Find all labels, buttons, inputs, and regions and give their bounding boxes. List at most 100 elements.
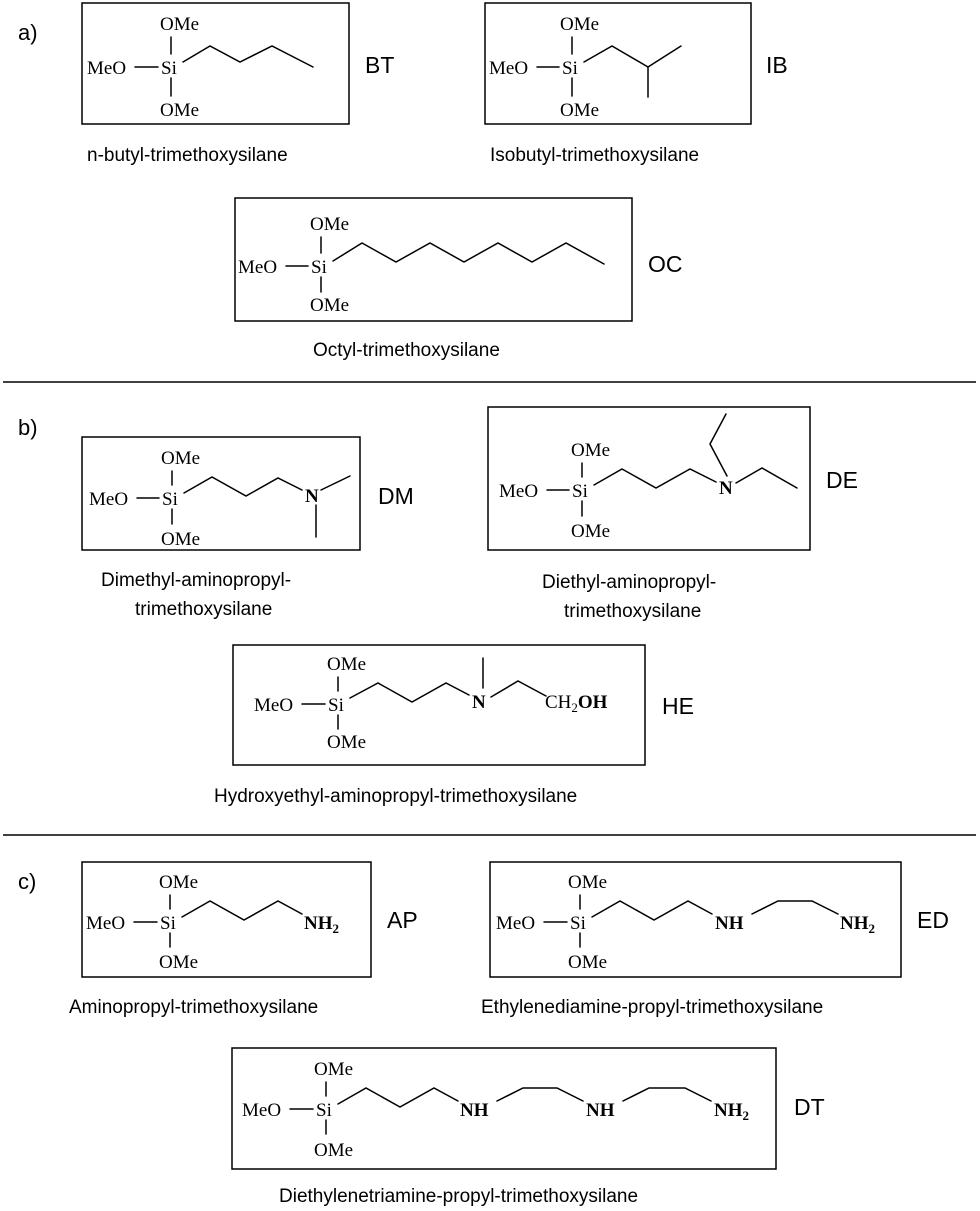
atom-ome-top: OMe	[161, 448, 200, 469]
chain-hydroxyethyl	[490, 680, 547, 698]
atom-si: Si	[162, 489, 178, 510]
atom-ome-top: OMe	[568, 872, 607, 893]
atom-si: Si	[316, 1100, 332, 1121]
chain-ethylene	[751, 900, 839, 915]
atom-ome-bottom: OMe	[568, 952, 607, 973]
compound-dm: OMe MeO Si OMe N DM Dimethyl-aminopropyl…	[81, 436, 414, 620]
structure-box-dt	[231, 1047, 777, 1170]
atom-ome-bottom: OMe	[310, 295, 349, 316]
chain-ethylene-1	[496, 1087, 584, 1102]
atom-si: Si	[570, 913, 586, 934]
atom-si: Si	[562, 58, 578, 79]
chain-isobutyl	[583, 45, 682, 68]
structure-ed: OMe MeO Si OMe NH NH2	[496, 872, 875, 973]
chain-propyl	[337, 1087, 459, 1108]
atom-ome-bottom: OMe	[161, 529, 200, 550]
compound-dt: OMe MeO Si OMe NH NH NH2 DT Diethylenetr…	[231, 1047, 825, 1207]
structure-box-ap	[81, 861, 372, 978]
chain-propyl	[593, 468, 717, 489]
structure-ap: OMe MeO Si OMe NH2	[86, 872, 339, 973]
atom-ome-bottom: OMe	[159, 952, 198, 973]
chain-octyl	[332, 242, 605, 265]
compound-name-bt: n-butyl-trimethoxysilane	[87, 145, 288, 166]
atom-nh-2: NH	[586, 1100, 615, 1121]
compound-name-de-line1: Diethyl-aminopropyl-	[542, 572, 716, 593]
compound-code-de: DE	[826, 467, 858, 493]
atom-si: Si	[311, 257, 327, 278]
chain-ethylene-2	[622, 1087, 712, 1102]
compound-code-ib: IB	[766, 52, 788, 78]
structure-de: OMe MeO Si OMe N	[499, 413, 798, 542]
atom-meo: MeO	[254, 695, 293, 716]
chain-propyl	[181, 900, 303, 921]
structure-he: OMe MeO Si OMe N CH2OH	[254, 654, 608, 753]
structure-box-bt	[81, 2, 350, 125]
structure-oc: OMe MeO Si OMe	[238, 214, 605, 316]
compound-oc: OMe MeO Si OMe OC Octyl-trimethoxysilane	[234, 197, 683, 361]
atom-meo: MeO	[499, 481, 538, 502]
atom-ch2oh: CH2OH	[545, 692, 608, 715]
atom-n: N	[305, 486, 319, 507]
atom-nh2: NH2	[304, 913, 339, 936]
section-label-c: c)	[18, 869, 36, 894]
compound-name-dt: Diethylenetriamine-propyl-trimethoxysila…	[279, 1186, 638, 1207]
compound-name-de-line2: trimethoxysilane	[564, 601, 701, 622]
compound-name-dm-line2: trimethoxysilane	[135, 599, 272, 620]
chain-propyl	[591, 900, 713, 921]
structure-bt: OMe MeO Si OMe	[87, 14, 314, 121]
compound-ap: OMe MeO Si OMe NH2 AP Aminopropyl-trimet…	[69, 861, 418, 1018]
chain-propyl	[349, 682, 470, 703]
atom-n: N	[472, 692, 486, 713]
compound-name-he: Hydroxyethyl-aminopropyl-trimethoxysilan…	[214, 786, 577, 807]
structure-box-oc	[234, 197, 633, 322]
compound-ed: OMe MeO Si OMe NH NH2 ED Ethylenediamine…	[481, 861, 949, 1018]
atom-ome-bottom: OMe	[327, 732, 366, 753]
atom-meo: MeO	[87, 58, 126, 79]
atom-ome-top: OMe	[314, 1059, 353, 1080]
structure-box-ib	[484, 2, 752, 125]
compound-name-ap: Aminopropyl-trimethoxysilane	[69, 997, 318, 1018]
compound-bt: OMe MeO Si OMe BT n-butyl-trimethoxysila…	[81, 2, 394, 166]
structure-dt: OMe MeO Si OMe NH NH NH2	[242, 1059, 749, 1161]
atom-meo: MeO	[86, 913, 125, 934]
atom-ome-bottom: OMe	[571, 521, 610, 542]
atom-ome-top: OMe	[160, 14, 199, 35]
atom-ome-bottom: OMe	[560, 100, 599, 121]
atom-meo: MeO	[238, 257, 277, 278]
atom-si: Si	[328, 695, 344, 716]
compound-code-dt: DT	[794, 1094, 825, 1120]
atom-si: Si	[161, 58, 177, 79]
atom-nh2: NH2	[714, 1100, 749, 1123]
compound-code-bt: BT	[365, 52, 394, 78]
compound-ib: OMe MeO Si OMe IB Isobutyl-trimethoxysil…	[484, 2, 788, 166]
structure-box-he	[232, 644, 646, 766]
structure-ib: OMe MeO Si OMe	[489, 14, 682, 121]
atom-si: Si	[572, 481, 588, 502]
chain-butyl	[182, 45, 314, 68]
structure-dm: OMe MeO Si OMe N	[89, 448, 351, 550]
atom-si: Si	[160, 913, 176, 934]
chain-propyl	[183, 476, 303, 497]
compound-name-ib: Isobutyl-trimethoxysilane	[490, 145, 699, 166]
atom-ome-top: OMe	[571, 440, 610, 461]
compound-he: OMe MeO Si OMe N CH2OH HE Hydroxyethyl-a…	[214, 644, 694, 807]
atom-ome-bottom: OMe	[160, 100, 199, 121]
compound-name-dm-line1: Dimethyl-aminopropyl-	[101, 570, 291, 591]
chain-ethyl-2	[735, 467, 798, 489]
compound-code-dm: DM	[378, 483, 414, 509]
atom-ome-top: OMe	[560, 14, 599, 35]
structure-box-de	[487, 406, 811, 551]
atom-nh2: NH2	[840, 913, 875, 936]
section-label-b: b)	[18, 415, 38, 440]
compound-name-ed: Ethylenediamine-propyl-trimethoxysilane	[481, 997, 823, 1018]
atom-meo: MeO	[89, 489, 128, 510]
atom-n: N	[719, 478, 733, 499]
atom-ome-top: OMe	[310, 214, 349, 235]
chain-ethyl-1	[709, 413, 728, 477]
atom-ome-top: OMe	[159, 872, 198, 893]
compound-code-oc: OC	[648, 251, 683, 277]
atom-nh-1: NH	[460, 1100, 489, 1121]
section-label-a: a)	[18, 20, 38, 45]
compound-name-oc: Octyl-trimethoxysilane	[313, 340, 500, 361]
